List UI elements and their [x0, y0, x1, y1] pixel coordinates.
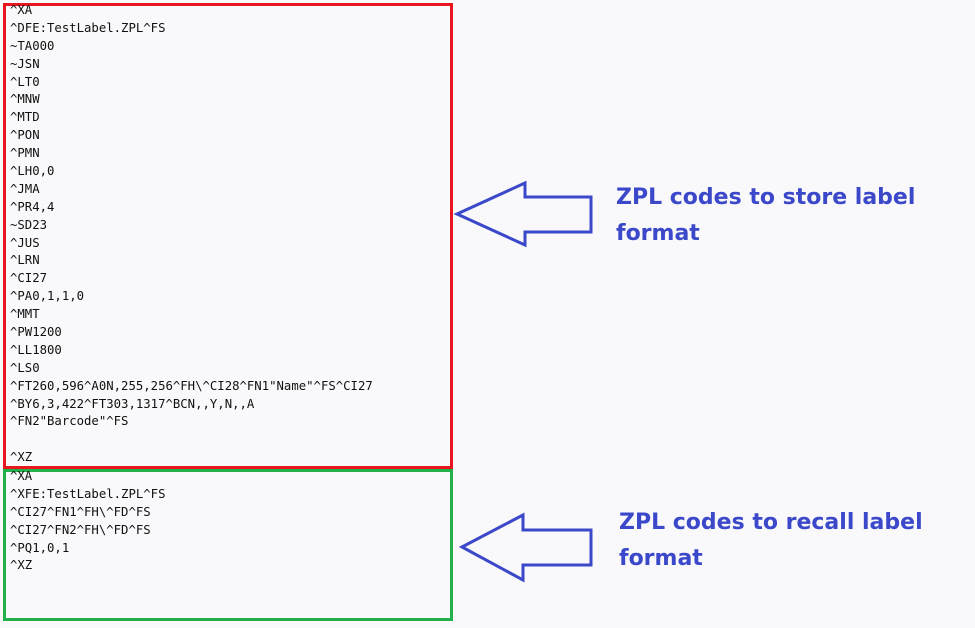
code-line: ^MNW [10, 92, 40, 107]
code-line: ^XZ [10, 450, 33, 465]
code-line: ^LRN [10, 253, 40, 268]
code-line: ^LT0 [10, 74, 40, 89]
store-format-caption: ZPL codes to store label format [616, 180, 915, 252]
caption-line: format [619, 546, 703, 571]
code-line: ^XFE:TestLabel.ZPL^FS [10, 486, 166, 501]
code-line: ^PA0,1,1,0 [10, 289, 85, 304]
store-format-code: ^XA ^DFE:TestLabel.ZPL^FS ~TA000 ~JSN ^LT0 ^M… [10, 2, 373, 467]
caption-line: format [616, 221, 700, 246]
code-line: ~TA000 [10, 38, 55, 53]
left-arrow-icon [458, 512, 593, 583]
code-line: ~JSN [10, 56, 40, 71]
code-line: ^LS0 [10, 360, 40, 375]
code-line: ^MMT [10, 307, 40, 322]
code-line: ^PON [10, 128, 40, 143]
code-line: ^CI27^FN1^FH\^FD^FS [10, 504, 151, 519]
code-line: ^BY6,3,422^FT303,1317^BCN,,Y,N,,A [10, 396, 255, 411]
code-line: ^PR4,4 [10, 199, 55, 214]
code-line: ^LH0,0 [10, 164, 55, 179]
store-format-highlight-box [3, 3, 453, 469]
code-line: ^FN2"Barcode"^FS [10, 414, 129, 429]
left-arrow-icon [453, 180, 593, 248]
code-line: ^JUS [10, 235, 40, 250]
code-line: ^XA [10, 469, 33, 483]
code-line: ^CI27^FN2^FH\^FD^FS [10, 522, 151, 537]
code-line: ^CI27 [10, 271, 48, 286]
code-line: ^PW1200 [10, 325, 62, 340]
recall-format-caption: ZPL codes to recall label format [619, 505, 923, 577]
code-line: ^JMA [10, 181, 40, 196]
code-line: ^FT260,596^A0N,255,256^FH\^CI28^FN1"Name… [10, 378, 373, 393]
code-line: ^PQ1,0,1 [10, 540, 70, 555]
recall-format-code: ^XA ^XFE:TestLabel.ZPL^FS ^CI27^FN1^FH\^FD… [10, 468, 165, 575]
code-line: ^DFE:TestLabel.ZPL^FS [10, 20, 166, 35]
code-line: ^XZ [10, 558, 33, 573]
code-line: ^PMN [10, 146, 40, 161]
recall-format-highlight-box [3, 469, 453, 621]
caption-line: ZPL codes to recall label [619, 510, 923, 535]
code-line: ^LL1800 [10, 342, 62, 357]
code-line: ~SD23 [10, 217, 48, 232]
caption-line: ZPL codes to store label [616, 185, 916, 210]
code-line: ^MTD [10, 110, 40, 125]
code-line: ^XA [10, 3, 33, 17]
